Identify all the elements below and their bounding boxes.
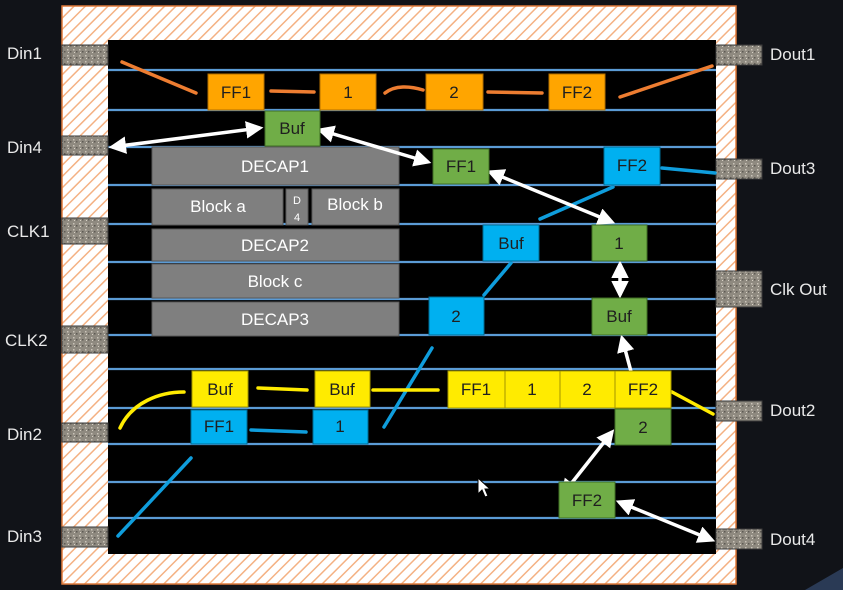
pin-label-dout3: Dout3 — [770, 159, 816, 178]
cell-green-2-label: 2 — [638, 418, 647, 437]
cell-green-1-label: 1 — [614, 234, 623, 253]
cell-blue-1-bottom-label: 1 — [335, 417, 344, 436]
cell-yellow-buf-mid — [314, 370, 371, 408]
cell-blue-ff2-top-label: FF2 — [617, 156, 647, 175]
mouse-cursor-icon — [477, 476, 492, 498]
pin-label-clk2: CLK2 — [5, 331, 48, 350]
orange-net — [120, 60, 714, 99]
cell-green-buf-top — [264, 110, 321, 147]
d4-label-bottom: 4 — [294, 212, 300, 224]
cell-orange-1-label: 1 — [343, 83, 352, 102]
block-b-label: Block b — [327, 195, 383, 214]
pin-label-clk-out: Clk Out — [770, 280, 827, 299]
cell-orange-ff2 — [548, 73, 606, 111]
pin-label-din1: Din1 — [7, 44, 42, 63]
cell-blue-2-mid — [428, 296, 485, 336]
decap3-label: DECAP3 — [241, 310, 309, 329]
cell-green-buf-mid — [591, 297, 648, 336]
cell-orange-2-label: 2 — [449, 83, 458, 102]
pin-label-din2: Din2 — [7, 425, 42, 444]
cell-yellow-ff2-label: FF2 — [628, 380, 658, 399]
pin-label-dout4: Dout4 — [770, 530, 816, 549]
pad-clk2 — [61, 325, 109, 354]
cell-green-buf-top-label: Buf — [279, 119, 305, 138]
decap2-block — [151, 228, 400, 262]
pad-din4 — [61, 135, 109, 156]
cell-green-ff2 — [558, 481, 616, 519]
cell-blue-2-mid-label: 2 — [451, 307, 460, 326]
cell-green-2 — [614, 408, 672, 446]
pad-dout1 — [715, 44, 763, 66]
cell-yellow-2-label: 2 — [582, 380, 591, 399]
decap3-block — [151, 301, 400, 337]
cell-blue-ff1-bottom-label: FF1 — [204, 417, 234, 436]
cell-blue-ff2-top — [603, 146, 661, 186]
cell-yellow-1 — [504, 370, 561, 409]
yellow-net — [118, 386, 715, 430]
cell-yellow-buf-left — [191, 370, 249, 408]
pin-label-din3: Din3 — [7, 527, 42, 546]
cell-green-buf-mid-label: Buf — [606, 307, 632, 326]
standard-cells: FF1 1 2 FF2 Buf FF1 FF2 Buf 1 Buf 2 Buf … — [190, 73, 672, 519]
pad-dout4 — [715, 528, 763, 550]
pin-label-din4: Din4 — [7, 138, 42, 157]
cell-orange-1 — [319, 73, 377, 111]
pad-clk-out — [715, 270, 763, 308]
corner-decoration — [805, 568, 843, 590]
cell-blue-1-bottom — [312, 409, 369, 445]
d4-block — [285, 188, 309, 226]
pad-din3 — [61, 526, 109, 548]
macro-blocks: DECAP1 Block a D 4 Block b DECAP2 Block … — [151, 146, 400, 337]
pad-clk1 — [61, 217, 109, 245]
cell-blue-buf-mid-label: Buf — [498, 234, 524, 253]
cell-green-ff1 — [432, 148, 490, 185]
cell-orange-ff1-label: FF1 — [221, 83, 251, 102]
pad-din1 — [61, 44, 109, 66]
pin-label-clk1: CLK1 — [7, 222, 50, 241]
block-a — [151, 188, 284, 226]
d4-label-top: D — [293, 195, 301, 207]
cell-orange-ff2-label: FF2 — [562, 83, 592, 102]
pin-label-dout2: Dout2 — [770, 401, 816, 420]
cell-yellow-buf-left-label: Buf — [207, 380, 233, 399]
io-pads-left — [61, 44, 109, 548]
pad-dout2 — [715, 400, 763, 422]
block-b — [311, 188, 400, 226]
block-a-label: Block a — [190, 197, 246, 216]
cell-blue-buf-mid — [482, 224, 540, 262]
block-c — [151, 263, 400, 299]
cell-yellow-ff2 — [614, 370, 672, 409]
decap1-label: DECAP1 — [241, 157, 309, 176]
cell-green-1 — [591, 224, 648, 262]
pad-dout3 — [715, 158, 763, 180]
decap2-label: DECAP2 — [241, 236, 309, 255]
cell-green-ff2-label: FF2 — [572, 491, 602, 510]
pad-din2 — [61, 422, 109, 443]
cell-yellow-buf-mid-label: Buf — [329, 380, 355, 399]
cell-orange-2 — [425, 73, 484, 111]
cell-yellow-ff1-label: FF1 — [461, 380, 491, 399]
cell-green-ff1-label: FF1 — [446, 157, 476, 176]
cell-yellow-ff1 — [447, 370, 506, 409]
block-c-label: Block c — [248, 272, 303, 291]
cell-yellow-1-label: 1 — [527, 380, 536, 399]
cell-blue-ff1-bottom — [190, 409, 248, 445]
io-pads-right — [715, 44, 763, 550]
pin-label-dout1: Dout1 — [770, 45, 816, 64]
cell-orange-ff1 — [207, 73, 265, 111]
